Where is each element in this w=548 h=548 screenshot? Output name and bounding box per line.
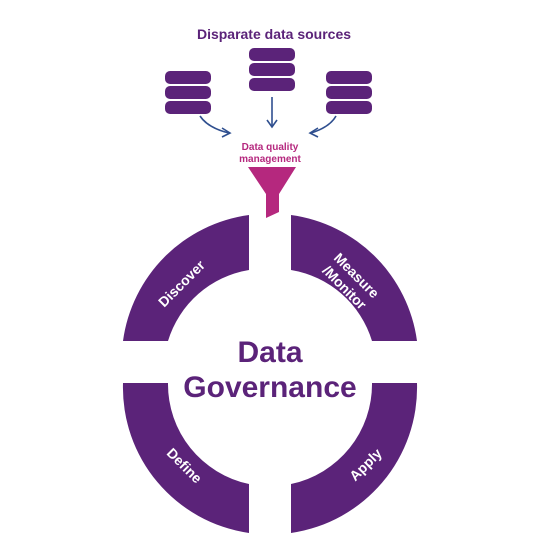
center-title-line1: Data [237,336,302,369]
diagram-title: Disparate data sources [197,26,351,42]
ring-segment-measure [291,215,417,341]
center-title-line2: Governance [183,371,356,404]
database-icon [249,48,295,91]
database-icon [165,71,211,114]
dq-label-line2: management [239,154,301,165]
ring-segment-discover [123,215,249,341]
arrow-icon [266,97,278,129]
funnel-icon [248,167,296,218]
arrow-icon [308,115,337,138]
ring-segment-define [122,383,249,533]
ring-segment-apply [291,383,418,533]
database-icon [326,71,372,114]
dq-label-line1: Data quality [242,142,299,153]
arrow-icon [199,115,232,138]
